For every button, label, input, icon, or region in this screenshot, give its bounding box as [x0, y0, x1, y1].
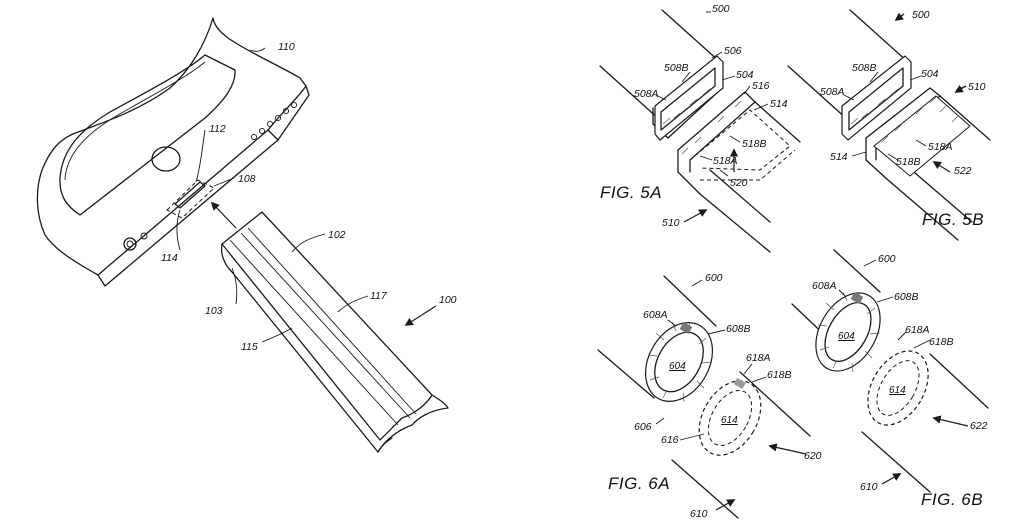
band — [220, 211, 449, 453]
ref-620: 620 — [804, 450, 822, 462]
ref-610: 610 — [690, 508, 708, 520]
ref-110: 110 — [278, 41, 295, 53]
ref-508b: 508B — [664, 62, 689, 74]
ref-518a: 518A — [713, 155, 738, 167]
ref-504: 504 — [736, 69, 754, 81]
ref-112: 112 — [209, 123, 226, 135]
ref-508b-5b: 508B — [852, 62, 877, 74]
ref-108: 108 — [238, 173, 256, 185]
ref-114: 114 — [161, 252, 178, 264]
ref-500b: 500 — [912, 9, 930, 21]
caption-fig-6a: FIG. 6A — [608, 474, 670, 493]
ref-510-5b: 510 — [968, 81, 986, 93]
insertion-arrow — [210, 201, 237, 229]
ref-614-6b: 614 — [889, 385, 906, 396]
ref-103: 103 — [205, 305, 223, 317]
ref-618b-6b: 618B — [929, 336, 954, 348]
ref-600-6b: 600 — [878, 253, 896, 265]
ref-608b-6b: 608B — [894, 291, 919, 303]
ref-520: 520 — [730, 177, 748, 189]
ref-508a-5b: 508A — [820, 86, 845, 98]
ref-606: 606 — [634, 421, 652, 433]
ref-518b-5b: 518B — [896, 156, 921, 168]
ref-514: 514 — [770, 98, 788, 110]
figure-5a: 500 506 508B 504 508A 516 514 518B 518A … — [599, 3, 801, 253]
caption-fig-5a: FIG. 5A — [600, 183, 662, 202]
ref-610-6b: 610 — [860, 481, 878, 493]
ref-514-5b: 514 — [830, 151, 848, 163]
ref-506: 506 — [724, 45, 742, 57]
figure-6b: 600 608A 608B 604 618A 618B 614 622 610 … — [791, 249, 989, 509]
ref-102: 102 — [328, 229, 346, 241]
ref-622: 622 — [970, 420, 988, 432]
caption-fig-5b: FIG. 5B — [922, 210, 984, 229]
ref-522: 522 — [954, 165, 972, 177]
ref-516: 516 — [752, 80, 770, 92]
ref-604-6b: 604 — [838, 331, 855, 342]
ref-614: 614 — [721, 415, 738, 426]
device-housing — [36, 17, 310, 287]
figure-5b: 500 508B 504 510 508A 514 518A 518B 522 … — [787, 9, 991, 241]
ref-616: 616 — [661, 434, 679, 446]
ref-500: 500 — [712, 3, 730, 15]
ref-608a: 608A — [643, 309, 668, 321]
figure-device-and-band: 110 112 108 114 102 103 117 115 100 — [36, 17, 457, 453]
ref-508a: 508A — [634, 88, 659, 100]
ref-608a-6b: 608A — [812, 280, 837, 292]
ref-518a-5b: 518A — [928, 141, 953, 153]
caption-fig-6b: FIG. 6B — [921, 490, 983, 509]
ref-600: 600 — [705, 272, 723, 284]
ref-618b: 618B — [767, 369, 792, 381]
ref-618a-6b: 618A — [905, 324, 930, 336]
ref-504-5b: 504 — [921, 68, 939, 80]
ref-115: 115 — [241, 341, 258, 353]
ref-100: 100 — [439, 294, 457, 306]
ref-518b: 518B — [742, 138, 767, 150]
ref-117: 117 — [370, 290, 388, 302]
figure-6a: 600 608A 608B 604 618A 618B 614 606 616 … — [597, 272, 822, 520]
ref-604: 604 — [669, 361, 686, 372]
ref-618a: 618A — [746, 352, 771, 364]
ref-608b: 608B — [726, 323, 751, 335]
ref-510: 510 — [662, 217, 680, 229]
